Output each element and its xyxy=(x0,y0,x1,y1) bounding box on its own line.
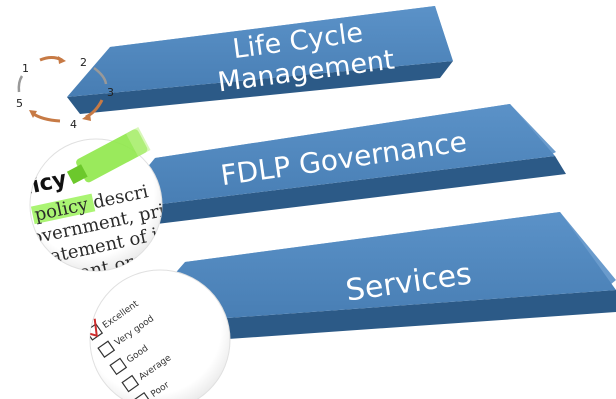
life-cycle-ring-icon: 1 2 3 4 5 xyxy=(16,56,114,131)
document-excerpt-image: licy policy descri overnment, pri statem… xyxy=(22,126,167,283)
cycle-arrow-icon xyxy=(31,111,61,123)
arrow-fdlp-governance: FDLP Governance xyxy=(112,104,566,228)
cycle-arrowhead-icon xyxy=(82,113,91,121)
arrow-face xyxy=(130,212,616,325)
checkbox xyxy=(109,357,128,376)
cycle-step-number: 1 xyxy=(22,62,29,75)
cycle-arrow-icon xyxy=(17,75,24,93)
cycle-step-number: 3 xyxy=(107,86,114,99)
arrow-face xyxy=(67,6,453,97)
checkbox xyxy=(121,374,140,393)
cycle-arrowhead-icon xyxy=(58,56,66,64)
cycle-step-number: 2 xyxy=(80,56,87,69)
cycle-arrowhead-icon xyxy=(29,110,37,118)
arrow-life-cycle-management: Life Cycle Management xyxy=(67,6,453,114)
arrow-services: Services xyxy=(130,212,616,345)
arrow-label: Life Cycle Management xyxy=(212,14,396,99)
arrow-face xyxy=(112,104,555,210)
checkbox xyxy=(133,392,152,399)
arrow-side xyxy=(67,61,453,114)
survey-checklist-image: Excellent Very good Good Average Poor xyxy=(89,269,231,399)
check-mark-icon xyxy=(90,318,98,338)
highlight-mark xyxy=(30,193,96,225)
checkbox xyxy=(97,340,116,358)
cycle-step-number: 4 xyxy=(70,118,77,131)
cycle-arrow-icon xyxy=(93,66,108,85)
arrow-side xyxy=(112,156,566,228)
highlighter-marker-icon xyxy=(66,126,151,185)
cycle-step-number: 5 xyxy=(16,97,23,110)
arrow-side xyxy=(130,290,616,345)
